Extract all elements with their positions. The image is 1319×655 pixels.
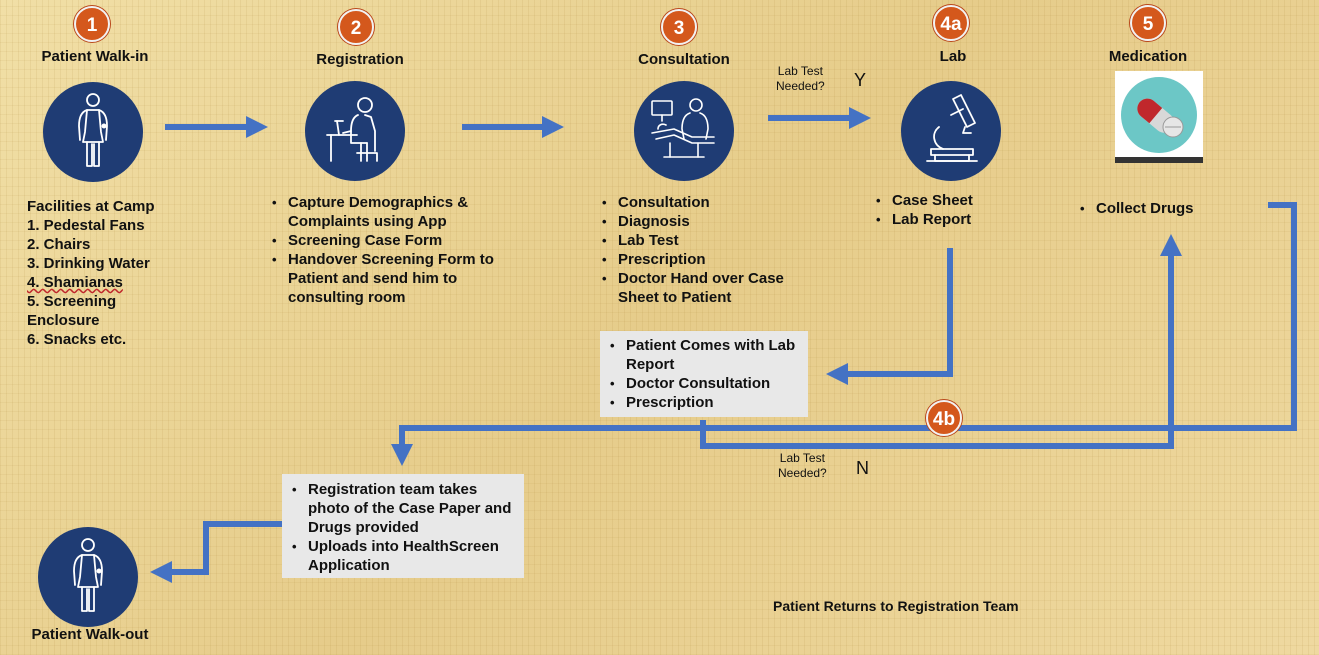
lab-return-box: Patient Comes with Lab Report Doctor Con…: [600, 331, 808, 417]
arrow-no-lab-to-medication: [700, 234, 1182, 449]
facilities-heading: Facilities at Camp: [27, 198, 155, 215]
registration-circle: [305, 81, 405, 181]
lab-return-bullet: Prescription: [610, 393, 798, 412]
lab-circle: [901, 81, 1001, 181]
arrow-medication-to-registration-team: [391, 202, 1297, 466]
pills-icon: [1115, 77, 1203, 163]
desk-worker-icon: [326, 97, 378, 162]
step-badge-3: 3: [661, 9, 697, 45]
step-title-walk-out: Patient Walk-out: [31, 626, 149, 643]
step-title-lab: Lab: [939, 48, 967, 65]
step-title-registration: Registration: [316, 51, 404, 68]
decision-no-answer: N: [856, 458, 869, 478]
registration-bullet: Capture Demographics & Complaints using …: [272, 193, 505, 231]
facility-item: 1. Pedestal Fans: [27, 217, 145, 234]
walk-in-circle: [43, 82, 143, 182]
lab-details: Case Sheet Lab Report: [874, 191, 1014, 229]
facility-item: 4. Shamianas: [27, 274, 123, 291]
arrow-lab-to-return-box: [826, 248, 953, 385]
decision-yes-answer: Y: [854, 70, 867, 90]
registration-bullet: Handover Screening Form to Patient and s…: [272, 250, 505, 307]
person-icon: [78, 93, 108, 167]
step-title-consultation: Consultation: [638, 51, 730, 68]
medication-card: [1115, 71, 1203, 163]
facility-item: 2. Chairs: [27, 236, 91, 253]
registration-team-bullet: Registration team takes photo of the Cas…: [292, 480, 514, 537]
doctor-patient-icon: [651, 98, 715, 158]
person-icon: [73, 538, 103, 612]
consultation-bullet: Diagnosis: [602, 212, 815, 231]
lab-return-bullet: Doctor Consultation: [610, 374, 798, 393]
consultation-bullet: Doctor Hand over Case Sheet to Patient: [602, 269, 815, 307]
step-title-medication: Medication: [1108, 48, 1188, 65]
facility-item: 6. Snacks etc.: [27, 331, 127, 348]
lab-bullet: Lab Report: [876, 210, 1014, 229]
return-caption: Patient Returns to Registration Team: [773, 598, 1019, 614]
facility-item: 5. Screening Enclosure: [27, 293, 117, 329]
registration-team-box: Registration team takes photo of the Cas…: [282, 474, 524, 578]
walk-out-circle: [38, 527, 138, 627]
step-badge-5: 5: [1130, 5, 1166, 41]
lab-bullet: Case Sheet: [876, 191, 1014, 210]
consultation-details: Consultation Diagnosis Lab Test Prescrip…: [600, 193, 815, 307]
microscope-icon: [926, 94, 978, 162]
consultation-bullet: Prescription: [602, 250, 815, 269]
registration-team-bullet: Uploads into HealthScreen Application: [292, 537, 514, 575]
consultation-bullet: Lab Test: [602, 231, 815, 250]
facility-item: 3. Drinking Water: [27, 255, 150, 272]
registration-bullet: Screening Case Form: [272, 231, 505, 250]
step-badge-4b: 4b: [926, 400, 962, 436]
lab-return-bullet: Patient Comes with Lab Report: [610, 336, 798, 374]
step-badge-4a: 4a: [933, 5, 969, 41]
medication-bullet: Collect Drugs: [1080, 199, 1228, 218]
consultation-circle: [634, 81, 734, 181]
step-badge-1: 1: [74, 6, 110, 42]
arrow-registration-team-to-walkout: [150, 521, 282, 583]
step-badge-2: 2: [338, 9, 374, 45]
registration-details: Capture Demographics & Complaints using …: [270, 193, 505, 307]
step-title-walk-in: Patient Walk-in: [41, 48, 149, 65]
medication-details: Collect Drugs: [1078, 199, 1228, 218]
facilities-list: Facilities at Camp 1. Pedestal Fans 2. C…: [27, 197, 207, 349]
consultation-bullet: Consultation: [602, 193, 815, 212]
